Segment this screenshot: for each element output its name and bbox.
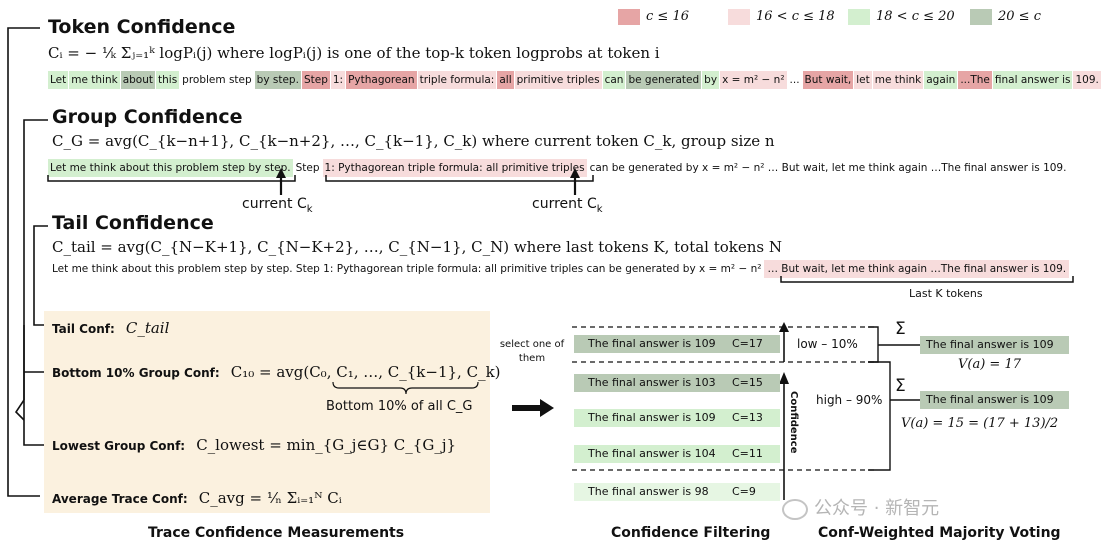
token: again	[924, 71, 958, 89]
answer-confidence: C=17	[732, 337, 763, 350]
answer-box: The final answer is 109 C=17	[574, 335, 780, 353]
legend-label: c ≤ 16	[646, 9, 689, 24]
sigma-icon-2: Σ	[895, 376, 906, 396]
bottom-brace-note: Bottom 10% of all C_G	[326, 399, 473, 414]
lowest-conf-item: Lowest Group Conf: C_lowest = min_{G_j∈G…	[52, 436, 457, 454]
token: Pythagorean	[346, 71, 417, 89]
group-confidence-formula: C_G = avg(C_{k−n+1}, C_{k−n+2}, …, C_{k−…	[52, 132, 775, 150]
token: ...The	[958, 71, 992, 89]
sigma-icon-1: Σ	[895, 319, 906, 339]
token: problem step	[180, 71, 254, 89]
answer-box: The final answer is 109 C=13	[574, 409, 780, 427]
token: But wait,	[802, 71, 854, 89]
token: Let	[48, 71, 69, 89]
legend-label: 20 ≤ c	[998, 9, 1041, 24]
token: x = m² − n²	[720, 71, 787, 89]
token: 109.	[1073, 71, 1101, 89]
legend-label: 18 < c ≤ 20	[876, 9, 955, 24]
token-confidence-formula: Cᵢ = − ¹⁄ₖ Σⱼ₌₁ᵏ logPᵢ(j) where logPᵢ(j)…	[48, 44, 660, 62]
token: by step.	[254, 71, 301, 89]
answer-text: The final answer is 109	[588, 337, 716, 350]
vote-low-answer: The final answer is 109	[920, 336, 1069, 354]
voting-caption: Conf-Weighted Majority Voting	[818, 525, 1061, 541]
high-filter-label: high – 90%	[816, 393, 883, 407]
token: be generated	[626, 71, 702, 89]
group-segment-3: 1: Pythagorean triple formula: all primi…	[322, 159, 587, 177]
token: final answer is	[992, 71, 1073, 89]
tail-token-row: Let me think about this problem step by …	[52, 260, 1070, 278]
tail-conf-item: Tail Conf: C_tail	[52, 319, 170, 337]
average-conf-item: Average Trace Conf: C_avg = ¹⁄ₙ Σᵢ₌₁ᴺ Cᵢ	[52, 489, 342, 507]
low-filter-label: low – 10%	[797, 337, 858, 351]
answer-confidence: C=13	[732, 411, 763, 424]
bottom-conf-item: Bottom 10% Group Conf: C₁₀ = avg(C₀, C₁,…	[52, 363, 501, 381]
answer-text: The final answer is 98	[588, 485, 709, 498]
legend-swatch	[618, 9, 640, 25]
vote-low-value: V(a) = 17	[958, 357, 1021, 372]
group-confidence-title: Group Confidence	[52, 106, 243, 128]
token: me think	[69, 71, 120, 89]
last-k-tokens-label: Last K tokens	[909, 287, 983, 300]
vote-high-answer: The final answer is 109	[920, 391, 1069, 409]
answer-confidence: C=15	[732, 376, 763, 389]
legend-swatch	[728, 9, 750, 25]
token: primitive triples	[514, 71, 602, 89]
measurements-caption: Trace Confidence Measurements	[148, 525, 405, 541]
measurements-panel	[44, 311, 490, 513]
token: can	[602, 71, 626, 89]
group-token-row: Let me think about this problem step by …	[48, 159, 1069, 177]
legend-swatch	[970, 9, 992, 25]
current-token-label-1: current Ck	[242, 196, 313, 215]
token: by	[702, 71, 720, 89]
vote-high-value: V(a) = 15 = (17 + 13)/2	[901, 416, 1059, 431]
token: about	[120, 71, 155, 89]
filtering-caption: Confidence Filtering	[611, 525, 771, 541]
answer-box: The final answer is 98 C=9	[574, 483, 780, 501]
token: this	[156, 71, 180, 89]
answer-text: The final answer is 109	[588, 411, 716, 424]
legend-label: 16 < c ≤ 18	[756, 9, 835, 24]
token: triple formula:	[417, 71, 497, 89]
current-token-label-2: current Ck	[532, 196, 603, 215]
token-confidence-title: Token Confidence	[48, 16, 236, 38]
answer-box: The final answer is 103 C=15	[574, 374, 780, 392]
group-segment-1: Let me think about this problem step by …	[48, 159, 293, 177]
watermark: 公众号 · 新智元	[782, 494, 939, 520]
group-segment-2: Step	[295, 162, 320, 174]
select-arrow-icon	[512, 399, 554, 417]
confidence-axis-label: Confidence	[788, 391, 799, 454]
answer-text: The final answer is 103	[588, 376, 716, 389]
answer-confidence: C=9	[732, 485, 756, 498]
answer-text: The final answer is 104	[588, 447, 716, 460]
answer-box: The final answer is 104 C=11	[574, 445, 780, 463]
select-label: select one of them	[499, 339, 565, 364]
token: let	[854, 71, 872, 89]
token: me think	[872, 71, 924, 89]
wechat-logo-icon	[782, 498, 808, 520]
tail-segment-2: … But wait, let me think again …The fina…	[764, 260, 1070, 278]
tail-segment-1: Let me think about this problem step by …	[52, 263, 762, 275]
answer-confidence: C=11	[732, 447, 763, 460]
legend-swatch	[848, 9, 870, 25]
tail-confidence-formula: C_tail = avg(C_{N−K+1}, C_{N−K+2}, …, C_…	[52, 238, 783, 256]
group-segment-4: can be generated by x = m² − n² … But wa…	[589, 162, 1067, 174]
token: all	[497, 71, 514, 89]
tail-confidence-title: Tail Confidence	[52, 212, 214, 234]
token: 1:	[330, 71, 346, 89]
token: Step	[301, 71, 330, 89]
token: ...	[787, 71, 802, 89]
